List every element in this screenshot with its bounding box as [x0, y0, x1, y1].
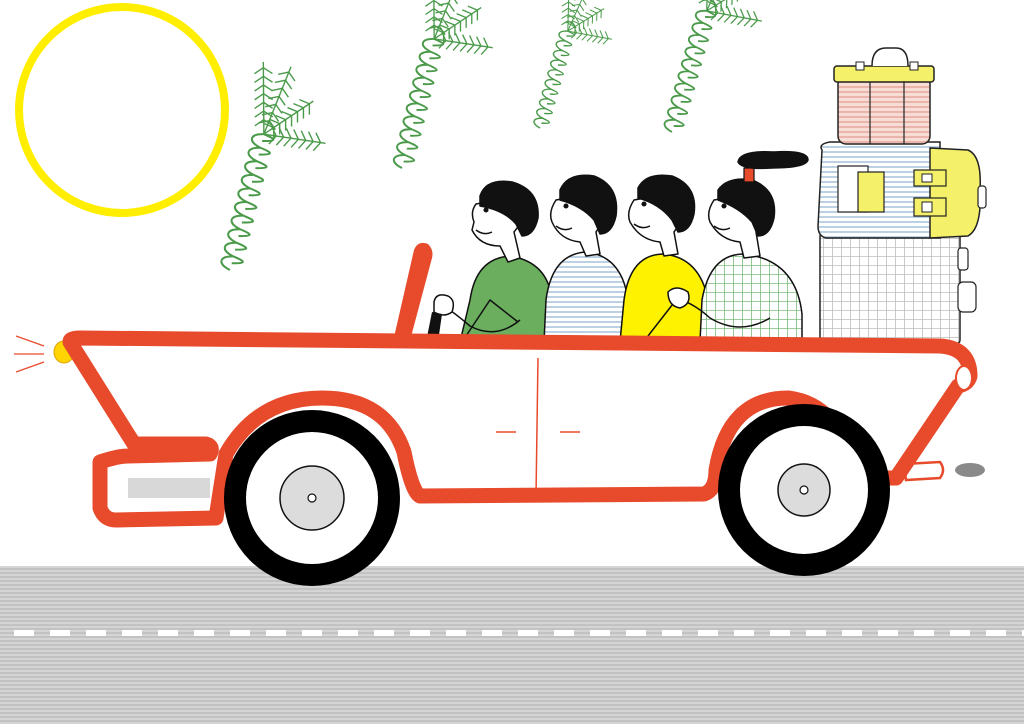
road-dash — [950, 630, 970, 636]
road-dash — [1022, 630, 1024, 636]
passenger-yellow-shirt — [619, 174, 709, 343]
palm-frond — [429, 0, 465, 40]
shirt-blue-striped — [543, 251, 629, 343]
palm-tree-4 — [663, 0, 762, 133]
road-dash — [50, 630, 70, 636]
road-dash — [914, 630, 934, 636]
car — [14, 330, 985, 586]
palm-trunk — [533, 30, 576, 129]
windshield — [392, 242, 433, 348]
road-dash — [194, 630, 214, 636]
road-dash — [662, 630, 682, 636]
road-dash — [230, 630, 250, 636]
road-dash — [86, 630, 106, 636]
palm-frond — [702, 0, 737, 12]
road-dash — [410, 630, 430, 636]
road-dash — [14, 630, 34, 636]
road-dash — [734, 630, 754, 636]
rear-wheel — [718, 404, 890, 576]
passenger-blue-shirt — [543, 174, 629, 343]
suitcase-pink — [837, 75, 931, 145]
road-dash — [518, 630, 538, 636]
palm-trunk — [663, 9, 716, 133]
luggage-stack — [817, 47, 987, 345]
rear-light — [955, 365, 973, 391]
road-dash — [842, 630, 862, 636]
front-wheel — [224, 410, 400, 586]
exhaust-puff — [955, 463, 985, 477]
palm-frond — [263, 125, 326, 152]
hair-tie — [743, 167, 755, 183]
hair — [637, 174, 696, 233]
exhaust-pipe — [902, 460, 945, 482]
palm-frond — [258, 66, 296, 135]
passenger-check-shirt — [667, 150, 809, 343]
passenger-driver — [433, 180, 553, 343]
hair — [479, 180, 539, 237]
road-dash — [122, 630, 142, 636]
passengers — [433, 150, 809, 343]
ponytail — [737, 150, 809, 170]
suitcase-gray — [819, 231, 961, 345]
hand — [667, 287, 690, 309]
bumper — [128, 478, 210, 498]
road-dash — [806, 630, 826, 636]
palm-trunk — [392, 37, 445, 169]
road-dash — [554, 630, 574, 636]
road-dash — [698, 630, 718, 636]
hand — [433, 294, 455, 316]
road-dash — [338, 630, 358, 636]
road-dash — [590, 630, 610, 636]
road-dash — [770, 630, 790, 636]
road-dash — [158, 630, 178, 636]
palm-tree-2 — [392, 0, 493, 169]
shirt-check — [699, 253, 803, 343]
road-dash — [986, 630, 1006, 636]
palm-frond — [434, 31, 493, 56]
hair — [717, 178, 776, 237]
sun — [15, 3, 229, 217]
palm-frond — [567, 25, 612, 45]
road-dash — [374, 630, 394, 636]
palm-tree-1 — [220, 61, 326, 271]
road-dash — [446, 630, 466, 636]
road-dash — [626, 630, 646, 636]
suitcase-yellow — [929, 147, 981, 239]
hair — [559, 174, 618, 235]
headlight-rays — [14, 335, 45, 373]
palm-tree-3 — [533, 0, 612, 129]
palm-trunk — [220, 133, 275, 271]
road-dash — [302, 630, 322, 636]
road-center-line — [14, 630, 1024, 636]
palm-frond — [706, 3, 762, 28]
palm-frond — [564, 0, 592, 32]
road-dash — [878, 630, 898, 636]
road — [0, 566, 1024, 724]
door-seam — [535, 357, 539, 497]
road-dash — [482, 630, 502, 636]
road-dash — [266, 630, 286, 636]
shirt-yellow — [619, 253, 709, 343]
